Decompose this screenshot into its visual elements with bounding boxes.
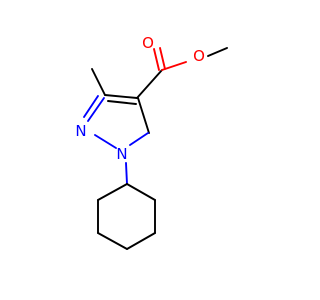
bond-c4-c5 <box>137 97 150 134</box>
bond-carbonyl-ester-o <box>161 61 187 71</box>
bond-carbonyl-o-left <box>153 48 160 71</box>
bond-c4-carbonyl <box>136 69 163 99</box>
bond-c3-c4-inner <box>107 100 137 105</box>
bond-n1-cyclohexyl <box>125 162 128 185</box>
ester-oxygen-label: O <box>193 47 205 65</box>
bond-ring-6 <box>97 183 128 201</box>
bond-ring-4 <box>97 232 128 250</box>
bond-ester-o-methyl <box>207 47 228 57</box>
nitrogen-2-label: N <box>75 122 86 140</box>
nitrogen-1-label: N <box>116 145 127 163</box>
atom-labels: O O N N <box>75 34 205 163</box>
bond-ring-1 <box>126 183 156 201</box>
bond-c3-n2-inner <box>83 95 99 118</box>
bond-ring-3 <box>126 232 156 250</box>
bond-c3-n2 <box>87 97 105 122</box>
bond-n2-n1 <box>94 134 117 149</box>
structure-diagram: O O N N <box>75 34 228 250</box>
carbonyl-oxygen-label: O <box>142 34 154 52</box>
bonds <box>83 47 228 250</box>
bond-c5-n1 <box>129 132 149 146</box>
bond-carbonyl-o-right <box>159 47 166 70</box>
bond-c3-c4 <box>104 94 138 99</box>
bond-methyl <box>91 68 106 96</box>
